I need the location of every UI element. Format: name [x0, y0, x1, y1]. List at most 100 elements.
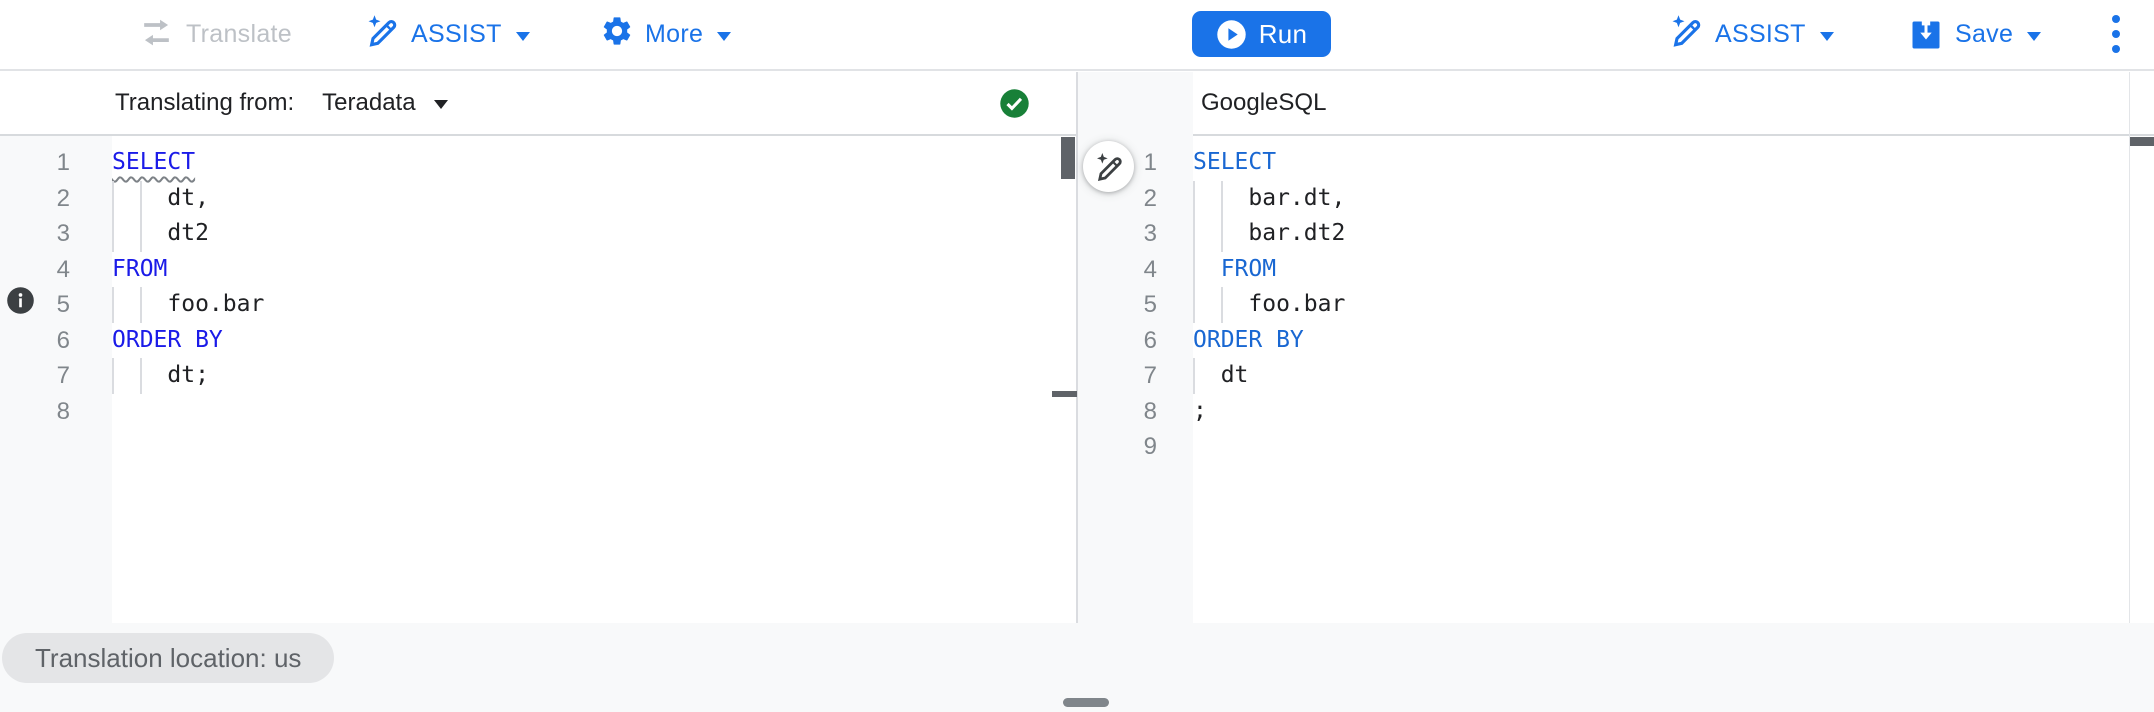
code-line[interactable]: 8; — [1078, 394, 2154, 430]
sql-text: ; — [1193, 397, 1207, 424]
code-line-content: FROM — [112, 252, 1076, 288]
sql-text: dt, — [112, 184, 209, 211]
code-line-content: dt, — [112, 180, 1076, 216]
indent-guide — [1193, 358, 1195, 394]
chevron-down-icon — [2027, 31, 2042, 41]
pen-spark-icon — [1093, 151, 1125, 183]
code-line[interactable]: 7 dt — [1078, 358, 2154, 394]
line-number-gutter — [1078, 136, 1193, 623]
code-line-content: SELECT — [112, 145, 1076, 181]
result-dialect-title: GoogleSQL — [1201, 89, 1327, 116]
save-button[interactable]: Save — [1908, 0, 2042, 69]
swap-arrows-icon — [138, 13, 175, 57]
code-line-content — [1193, 429, 2154, 465]
source-dialect-value: Teradata — [322, 89, 416, 116]
code-line[interactable]: 4 FROM — [0, 252, 1076, 288]
indent-guide — [1193, 216, 1195, 252]
sql-text: dt; — [112, 362, 209, 388]
line-number: 8 — [56, 397, 70, 425]
line-number: 3 — [56, 220, 70, 247]
code-line[interactable]: 5 foo.bar — [0, 287, 1076, 323]
panel-divider — [1076, 72, 1078, 623]
footer: Translation location: us — [0, 623, 2154, 712]
line-number: 6 — [1143, 326, 1157, 354]
code-line[interactable]: 2 dt, — [0, 180, 1076, 216]
indent-guide — [139, 180, 142, 216]
code-line-content: dt2 — [112, 216, 1076, 252]
line-number: 4 — [56, 255, 70, 283]
code-line[interactable]: 3 dt2 — [0, 216, 1076, 252]
more-button[interactable]: More — [600, 0, 732, 69]
bottom-resize-handle[interactable] — [1063, 698, 1109, 707]
line-number: 9 — [1143, 433, 1157, 460]
sql-keyword: FROM — [112, 255, 168, 282]
sql-text: dt — [1193, 362, 1249, 388]
info-marker-icon[interactable] — [6, 286, 35, 315]
save-button-label: Save — [1955, 20, 2014, 48]
indent-guide — [112, 216, 114, 252]
code-line-content: dt — [1193, 358, 2154, 394]
code-line-content: FROM — [1193, 251, 2154, 287]
chevron-down-icon — [433, 100, 448, 109]
indent-guide — [139, 358, 142, 394]
translate-button[interactable]: Translate — [138, 0, 292, 69]
assist-wand-button[interactable] — [1083, 141, 1134, 192]
right-scrollbar-thumb[interactable] — [2130, 137, 2154, 146]
source-dialect-dropdown[interactable]: Teradata — [322, 89, 448, 117]
sql-keyword: SELECT — [112, 149, 196, 175]
code-line[interactable]: 7 dt; — [0, 358, 1076, 394]
code-line[interactable]: 1 SELECT — [0, 145, 1076, 181]
left-scrollbar-thumb[interactable] — [1061, 137, 1075, 179]
sql-text: foo.bar — [1193, 291, 1346, 317]
assist-button-label: ASSIST — [411, 20, 502, 48]
translation-location-label: Translation location: us — [35, 642, 302, 673]
sql-keyword: ORDER BY — [1193, 326, 1304, 353]
kebab-menu-button[interactable] — [2096, 0, 2136, 69]
code-line[interactable]: 9 — [1078, 429, 2154, 465]
line-number: 8 — [1143, 397, 1157, 425]
assist-button-left[interactable]: ASSIST — [364, 0, 530, 69]
code-line[interactable]: 8 — [0, 394, 1076, 430]
code-line[interactable]: 4 FROM — [1078, 251, 2154, 287]
indent-guide — [1220, 287, 1223, 323]
code-line[interactable]: 5 foo.bar — [1078, 287, 2154, 323]
sql-text: dt2 — [112, 220, 209, 246]
more-button-label: More — [645, 20, 704, 48]
code-line-content: ; — [1193, 394, 2154, 430]
run-button[interactable]: Run — [1192, 11, 1331, 57]
code-line[interactable]: 3 bar.dt2 — [1078, 216, 2154, 252]
line-number: 4 — [1143, 255, 1157, 283]
run-button-label: Run — [1258, 18, 1308, 49]
code-line-content: bar.dt, — [1193, 180, 2154, 216]
sql-keyword: FROM — [1220, 255, 1277, 282]
sql-text — [1193, 256, 1221, 282]
assist-button-right[interactable]: ASSIST — [1668, 0, 1834, 69]
panel-resize-handle[interactable] — [1052, 391, 1077, 397]
code-line-content: foo.bar — [1193, 287, 2154, 323]
code-line[interactable]: 2 bar.dt, — [1078, 180, 2154, 216]
toolbar: Translate ASSIST More — [0, 0, 2154, 71]
indent-guide — [1220, 180, 1223, 216]
assist-button-label: ASSIST — [1715, 20, 1806, 48]
sql-text: bar.dt, — [1193, 184, 1346, 211]
code-line[interactable]: 6 ORDER BY — [1078, 323, 2154, 359]
code-line-content: SELECT — [1193, 145, 2154, 181]
source-panel-header: Translating from: Teradata — [0, 72, 1076, 136]
sql-text: foo.bar — [112, 291, 265, 317]
indent-guide — [139, 216, 142, 252]
indent-guide — [112, 180, 114, 216]
line-number: 2 — [1143, 184, 1157, 212]
success-check-icon — [999, 88, 1030, 119]
line-number: 5 — [1143, 291, 1157, 318]
code-line-content: ORDER BY — [1193, 323, 2154, 359]
indent-guide — [112, 358, 114, 394]
sql-keyword: ORDER BY — [112, 326, 223, 353]
line-number: 1 — [56, 149, 70, 176]
